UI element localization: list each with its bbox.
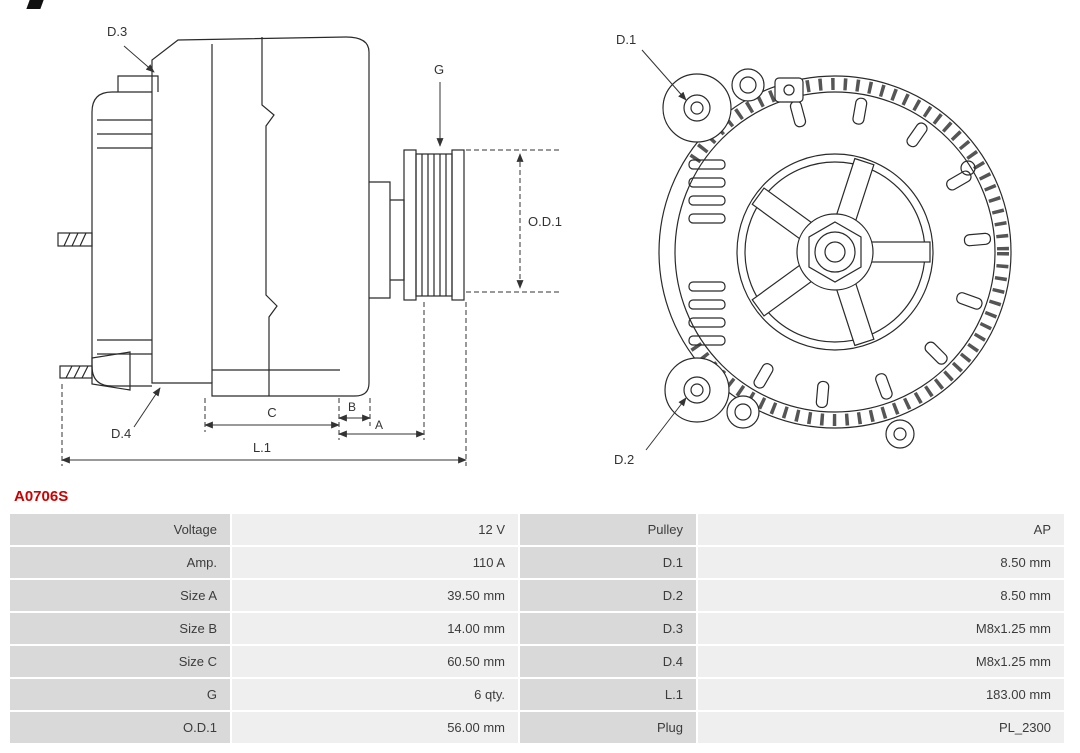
- vent-slots-left: [688, 159, 726, 346]
- side-view-dimensions: [61, 45, 560, 466]
- spec-value-cell: 39.50 mm: [232, 580, 518, 611]
- spec-value-cell: 12 V: [232, 514, 518, 545]
- spec-value-cell: 8.50 mm: [698, 547, 1064, 578]
- front-view: [575, 68, 1012, 449]
- dim-label-a: A: [375, 418, 383, 432]
- dim-label-b: B: [348, 400, 356, 414]
- spec-label-cell: O.D.1: [10, 712, 230, 743]
- spec-value-cell: 183.00 mm: [698, 679, 1064, 710]
- dim-label-d4: D.4: [111, 426, 131, 441]
- dim-label-g: G: [434, 62, 444, 77]
- spec-label-cell: Amp.: [10, 547, 230, 578]
- part-number: A0706S: [14, 488, 69, 505]
- dim-label-od1: O.D.1: [528, 214, 562, 229]
- spec-label-cell: Pulley: [520, 514, 696, 545]
- spec-label-cell: Plug: [520, 712, 696, 743]
- spec-label-cell: Size A: [10, 580, 230, 611]
- spec-value-cell: 56.00 mm: [232, 712, 518, 743]
- spec-value-cell: 8.50 mm: [698, 580, 1064, 611]
- spec-label-cell: Size C: [10, 646, 230, 677]
- spec-label-cell: D.3: [520, 613, 696, 644]
- vent-slots-radial: [753, 97, 992, 409]
- spec-label-cell: Voltage: [10, 514, 230, 545]
- alternator-drawing-svg: D.3 G O.D.1 D.4 C B A L.1 D.1 D.2: [57, 24, 1012, 467]
- front-view-leaders: [641, 49, 687, 451]
- spec-label-cell: D.1: [520, 547, 696, 578]
- dim-label-d2: D.2: [614, 452, 634, 467]
- dim-label-l1: L.1: [253, 440, 271, 455]
- spec-value-cell: 6 qty.: [232, 679, 518, 710]
- spec-value-cell: AP: [698, 514, 1064, 545]
- dim-label-d1: D.1: [616, 32, 636, 47]
- dim-label-d3: D.3: [107, 24, 127, 39]
- spec-table: Voltage 12 V Pulley AP Amp. 110 A D.1 8.…: [10, 514, 1064, 743]
- side-view: [57, 36, 465, 397]
- spec-label-cell: D.4: [520, 646, 696, 677]
- spec-value-cell: PL_2300: [698, 712, 1064, 743]
- spec-value-cell: 14.00 mm: [232, 613, 518, 644]
- spec-value-cell: M8x1.25 mm: [698, 646, 1064, 677]
- spec-value-cell: 110 A: [232, 547, 518, 578]
- spec-label-cell: G: [10, 679, 230, 710]
- spec-label-cell: D.2: [520, 580, 696, 611]
- spec-value-cell: 60.50 mm: [232, 646, 518, 677]
- spec-value-cell: M8x1.25 mm: [698, 613, 1064, 644]
- spec-label-cell: Size B: [10, 613, 230, 644]
- technical-drawings: D.3 G O.D.1 D.4 C B A L.1 D.1 D.2: [26, 0, 1012, 467]
- spec-label-cell: L.1: [520, 679, 696, 710]
- dim-label-c: C: [267, 405, 276, 420]
